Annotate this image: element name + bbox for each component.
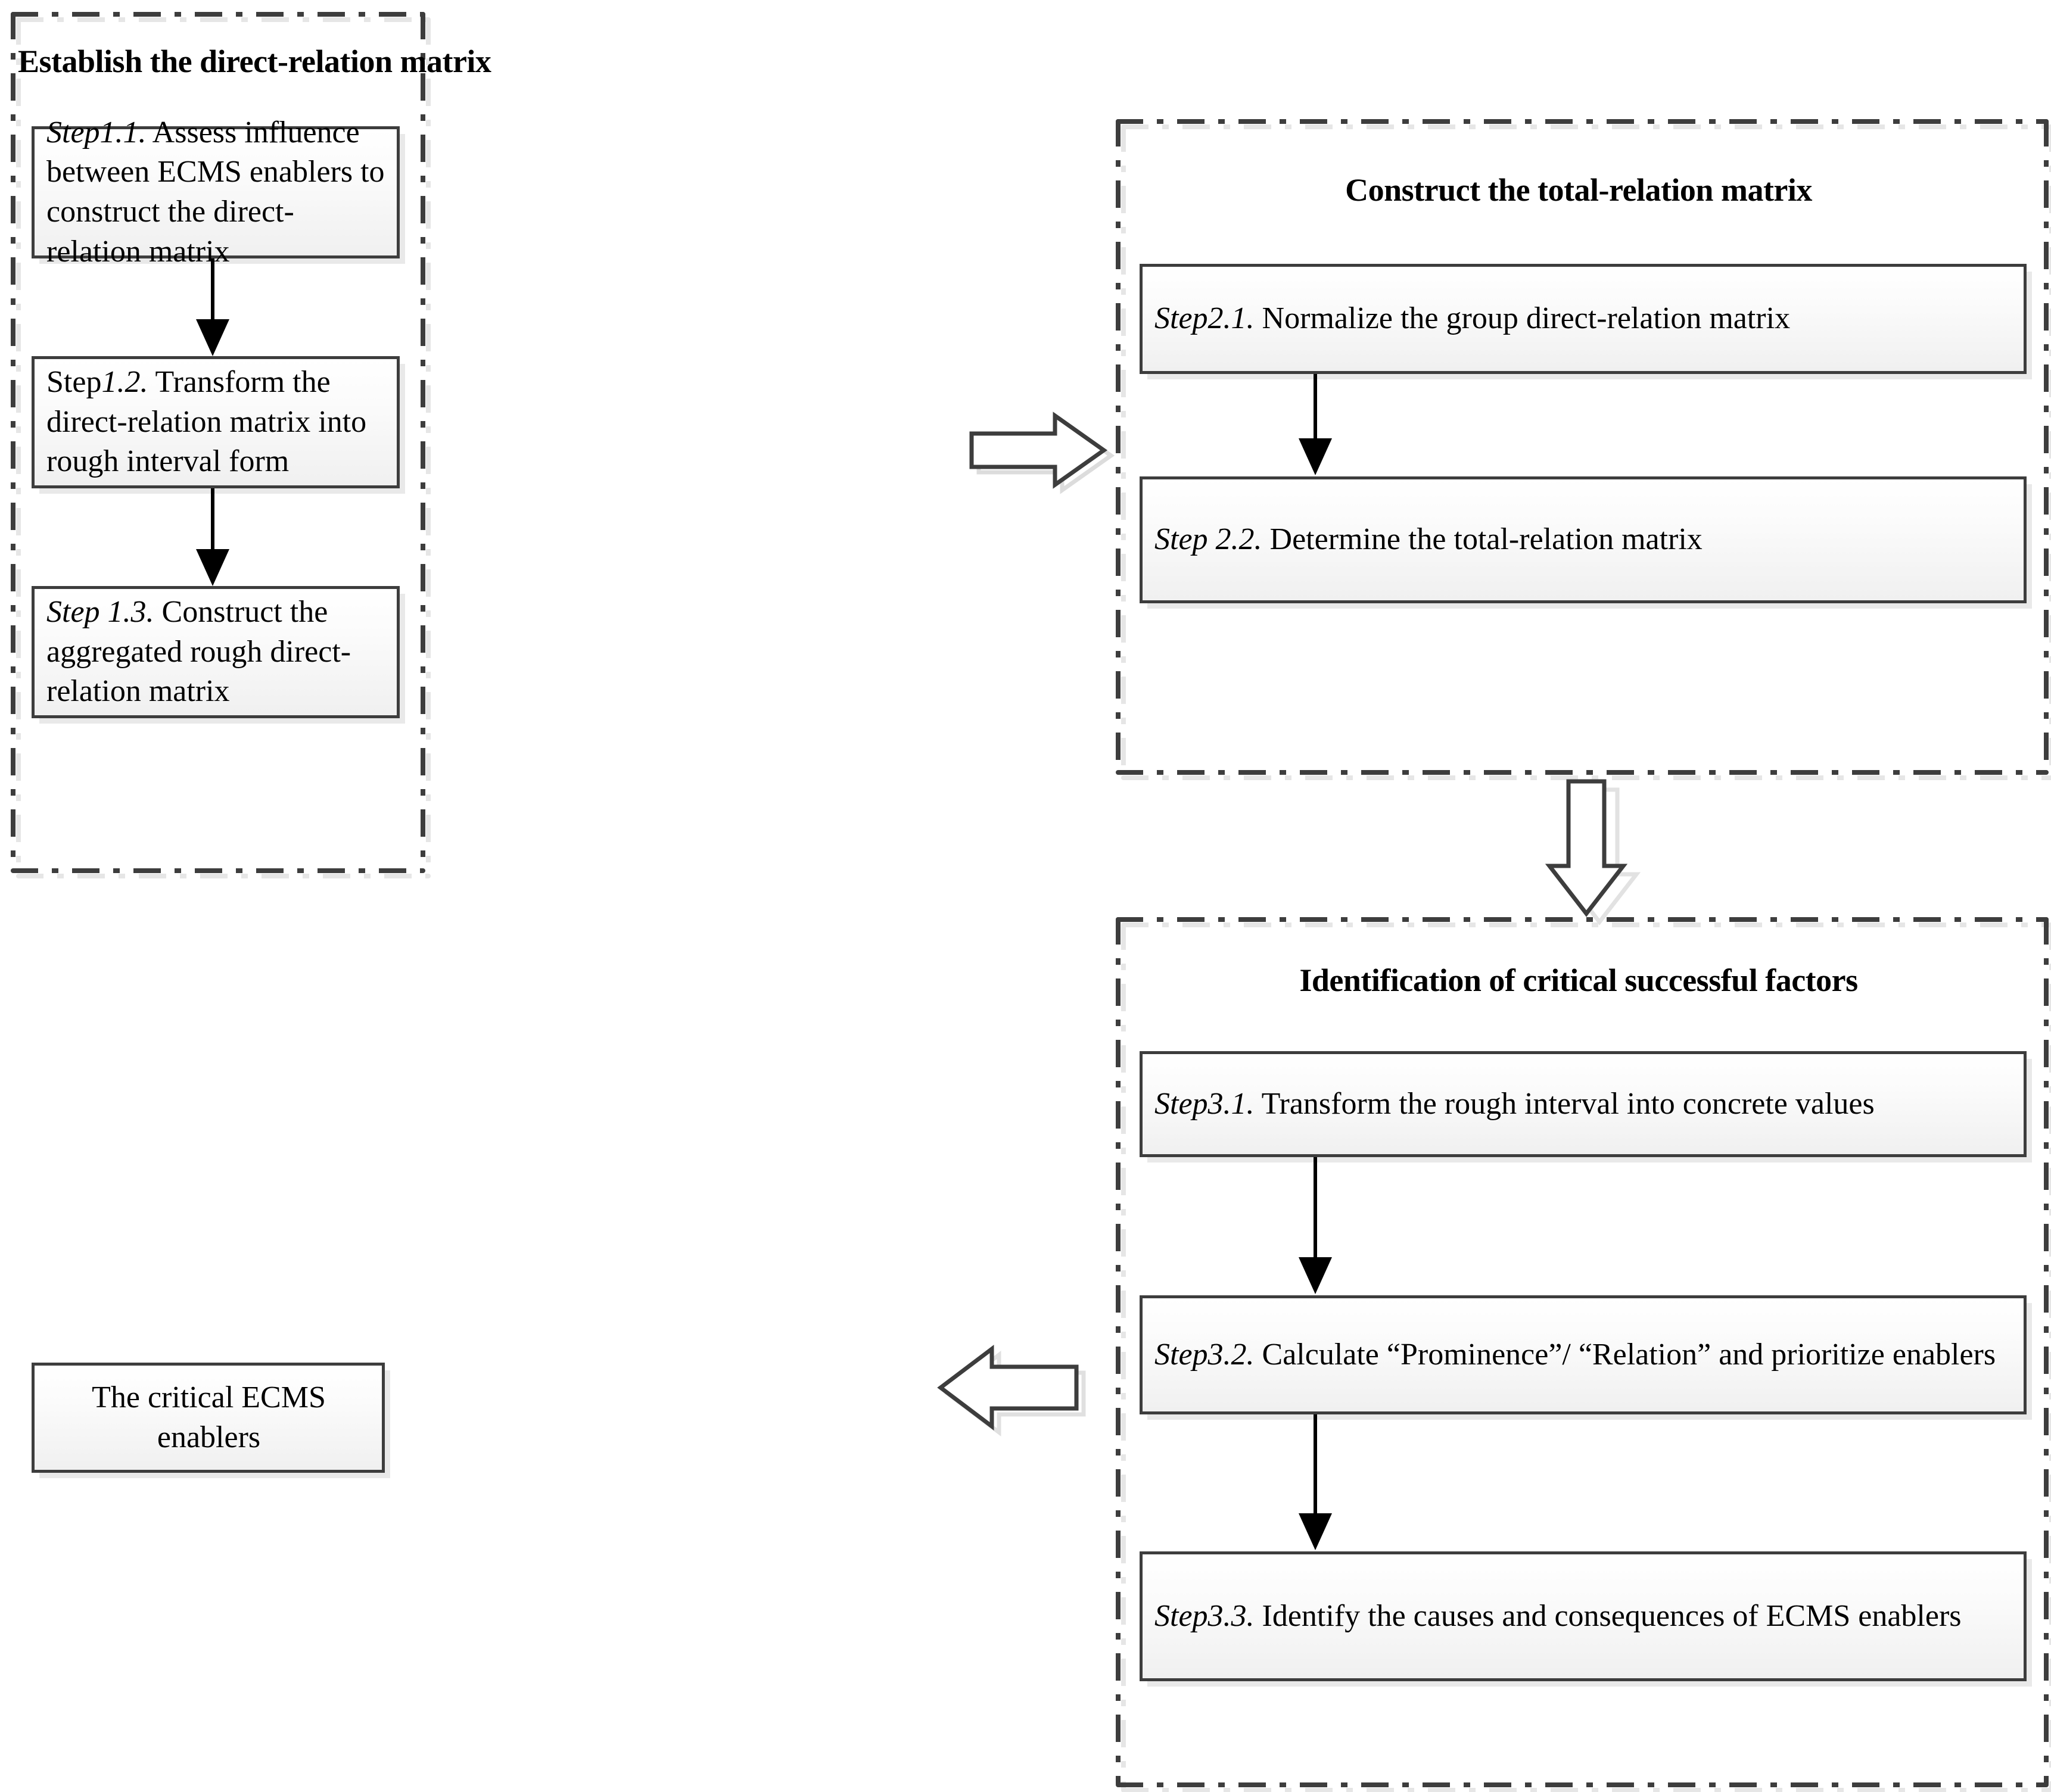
step-3-3-label: Step3.3. <box>1154 1598 1255 1633</box>
panel3-border-top <box>1116 917 2049 922</box>
step-box-3-2-text: Step3.2. Calculate “Prominence”/ “Relati… <box>1143 1335 2024 1375</box>
panel3-shadow-top <box>1121 923 2051 927</box>
step-box-2-1[interactable]: Step2.1. Normalize the group direct-rela… <box>1140 264 2027 374</box>
step-box-3-2[interactable]: Step3.2. Calculate “Prominence”/ “Relati… <box>1140 1295 2027 1414</box>
panel2-title: Construct the total-relation matrix <box>1345 172 1812 208</box>
panel1-title: Establish the direct-relation matrix <box>18 43 491 79</box>
panel3-border-bottom <box>1116 1782 2049 1787</box>
panel-identification-critical-successful-factors <box>1111 911 2051 1792</box>
panel2-border-right <box>2044 119 2049 774</box>
arrow-outline <box>1545 779 1628 917</box>
panel-construct-total-relation-matrix <box>1111 113 2051 780</box>
panel2-shadow-bottom <box>1121 775 2051 780</box>
panel1-shadow-bottom <box>16 874 431 878</box>
flow-arrow-down-panel2-to-panel3 <box>1540 775 1677 925</box>
step-box-2-2[interactable]: Step 2.2. Determine the total-relation m… <box>1140 476 2027 603</box>
step-box-1-1-text: Step1.1. Assess influence between ECMS e… <box>35 113 397 272</box>
panel2-border-left <box>1116 119 1121 774</box>
step-box-1-3-text: Step 1.3. Construct the aggregated rough… <box>35 593 397 712</box>
outcome-box-text: The critical ECMS enablers <box>92 1380 326 1454</box>
panel3-shadow-left <box>1121 923 1126 1791</box>
connector-line <box>211 488 214 551</box>
step-box-1-2-text: Step1.2. Transform the direct-relation m… <box>35 363 397 482</box>
panel1-border-bottom <box>11 868 425 873</box>
step-box-3-1-text: Step3.1. Transform the rough interval in… <box>1143 1084 2024 1124</box>
connector-line <box>1314 1157 1317 1260</box>
panel1-shadow-right <box>426 17 431 877</box>
connector-arrowhead <box>196 549 229 586</box>
connector-arrowhead <box>1299 438 1332 475</box>
step-box-2-2-text: Step 2.2. Determine the total-relation m… <box>1143 520 2024 560</box>
step-1-1-body: Assess influence between ECMS enablers t… <box>46 115 385 269</box>
panel2-shadow-right <box>2049 124 2051 779</box>
panel1-border-right <box>421 12 425 872</box>
step-2-1-body: Normalize the group direct-relation matr… <box>1254 301 1791 336</box>
flow-arrow-right-panel1-to-panel2 <box>962 410 1115 494</box>
step-1-2-label: Step <box>46 365 102 400</box>
step-box-1-3[interactable]: Step 1.3. Construct the aggregated rough… <box>32 586 400 718</box>
panel3-border-right <box>2044 917 2049 1786</box>
panel1-shadow-top <box>16 17 431 22</box>
panel3-title: Identification of critical successful fa… <box>1299 962 1858 998</box>
step-1-2-label-number: 1.2. <box>101 365 148 400</box>
panel2-shadow-top <box>1121 124 2051 129</box>
step-1-1-label: Step1.1. <box>46 115 147 149</box>
step-2-2-label: Step 2.2. <box>1154 522 1262 557</box>
flow-arrow-left-panel3-to-outcome <box>926 1334 1093 1441</box>
step-box-1-2[interactable]: Step1.2. Transform the direct-relation m… <box>32 356 400 488</box>
outcome-box-critical-ecms-enablers[interactable]: The critical ECMS enablers <box>32 1363 385 1473</box>
step-box-2-1-text: Step2.1. Normalize the group direct-rela… <box>1143 299 2024 339</box>
panel1-border-left <box>11 12 15 872</box>
step-1-2-body: Transform the direct-relation matrix int… <box>46 365 367 479</box>
step-1-3-label: Step 1.3. <box>46 595 154 629</box>
panel3-border-left <box>1116 917 1121 1786</box>
step-3-2-body: Calculate “Prominence”/ “Relation” and p… <box>1254 1337 1996 1372</box>
connector-arrowhead <box>1299 1513 1332 1550</box>
panel2-border-bottom <box>1116 770 2049 775</box>
step-1-3-body: Construct the aggregated rough direct-re… <box>46 595 351 709</box>
step-2-2-body: Determine the total-relation matrix <box>1262 522 1703 557</box>
step-box-3-3-text: Step3.3. Identify the causes and consequ… <box>1143 1597 2024 1637</box>
panel1-shadow-left <box>16 17 21 877</box>
step-3-2-label: Step3.2. <box>1154 1337 1255 1372</box>
connector-line <box>211 258 214 322</box>
arrow-outline <box>937 1344 1079 1431</box>
step-3-1-body: Transform the rough interval into concre… <box>1254 1086 1875 1121</box>
panel1-border-top <box>11 12 425 17</box>
connector-arrowhead <box>1299 1257 1332 1294</box>
step-box-3-3[interactable]: Step3.3. Identify the causes and consequ… <box>1140 1551 2027 1681</box>
step-2-1-label: Step2.1. <box>1154 301 1255 336</box>
panel3-shadow-bottom <box>1121 1788 2051 1792</box>
connector-line <box>1314 374 1317 441</box>
panel2-shadow-left <box>1121 124 1126 779</box>
arrow-outline <box>969 412 1108 489</box>
panel3-shadow-right <box>2049 923 2051 1791</box>
panel2-border-top <box>1116 119 2049 124</box>
connector-arrowhead <box>196 319 229 356</box>
step-3-1-label: Step3.1. <box>1154 1086 1255 1121</box>
panel-establish-direct-relation-matrix <box>6 6 431 878</box>
step-3-3-body: Identify the causes and consequences of … <box>1254 1598 1962 1633</box>
connector-line <box>1314 1414 1317 1516</box>
step-box-1-1[interactable]: Step1.1. Assess influence between ECMS e… <box>32 116 400 269</box>
step-box-3-1[interactable]: Step3.1. Transform the rough interval in… <box>1140 1051 2027 1157</box>
